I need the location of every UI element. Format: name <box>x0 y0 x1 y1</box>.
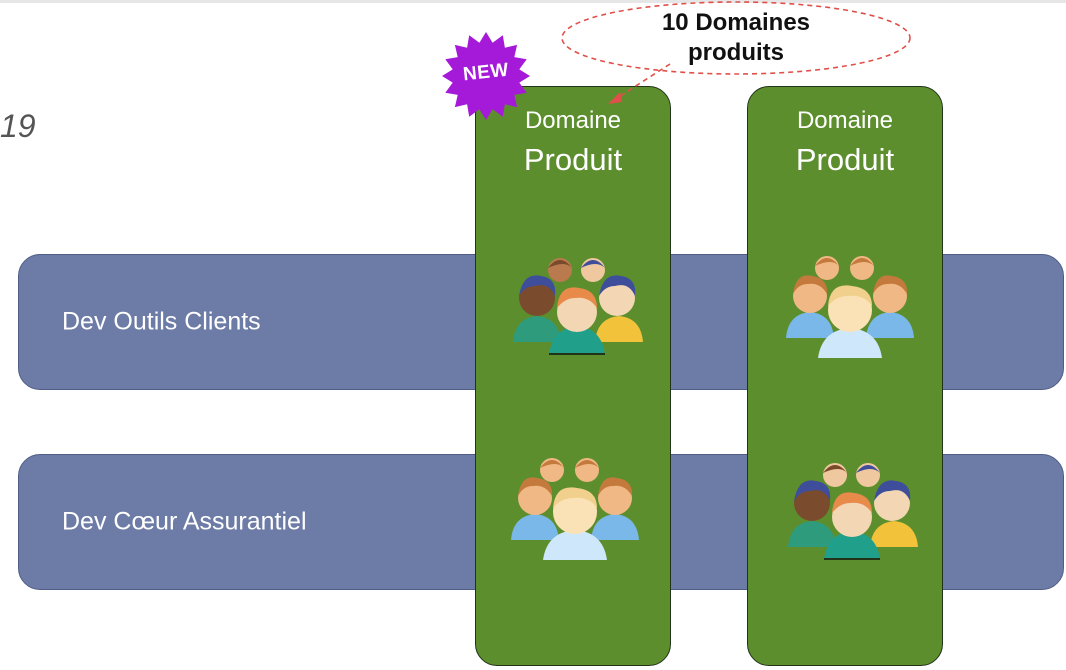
callout-line2: produits <box>688 39 784 66</box>
column-title-small: Domaine <box>796 107 894 134</box>
team-icon <box>511 458 639 560</box>
top-divider <box>0 0 1066 3</box>
new-badge-icon <box>442 32 530 120</box>
diverse-team-icon <box>788 463 918 560</box>
callout-ellipse <box>561 1 911 75</box>
column-domaine-produit-1: Domaine Produit <box>475 86 671 666</box>
callout-arrow <box>608 63 671 104</box>
band-label: Dev Cœur Assurantiel <box>62 507 307 536</box>
callout-text: 10 Domaines produits <box>556 8 916 68</box>
column-title-big: Produit <box>795 142 895 177</box>
year-fragment: 19 <box>0 108 36 144</box>
column-domaine-produit-2: Domaine Produit <box>747 86 943 666</box>
column-title-big: Produit <box>523 142 623 177</box>
band-label: Dev Outils Clients <box>62 307 261 336</box>
team-icon <box>786 256 914 358</box>
column-title-small: Domaine <box>524 107 622 134</box>
diverse-team-icon <box>513 258 643 355</box>
callout-line1: 10 Domaines <box>661 9 811 36</box>
